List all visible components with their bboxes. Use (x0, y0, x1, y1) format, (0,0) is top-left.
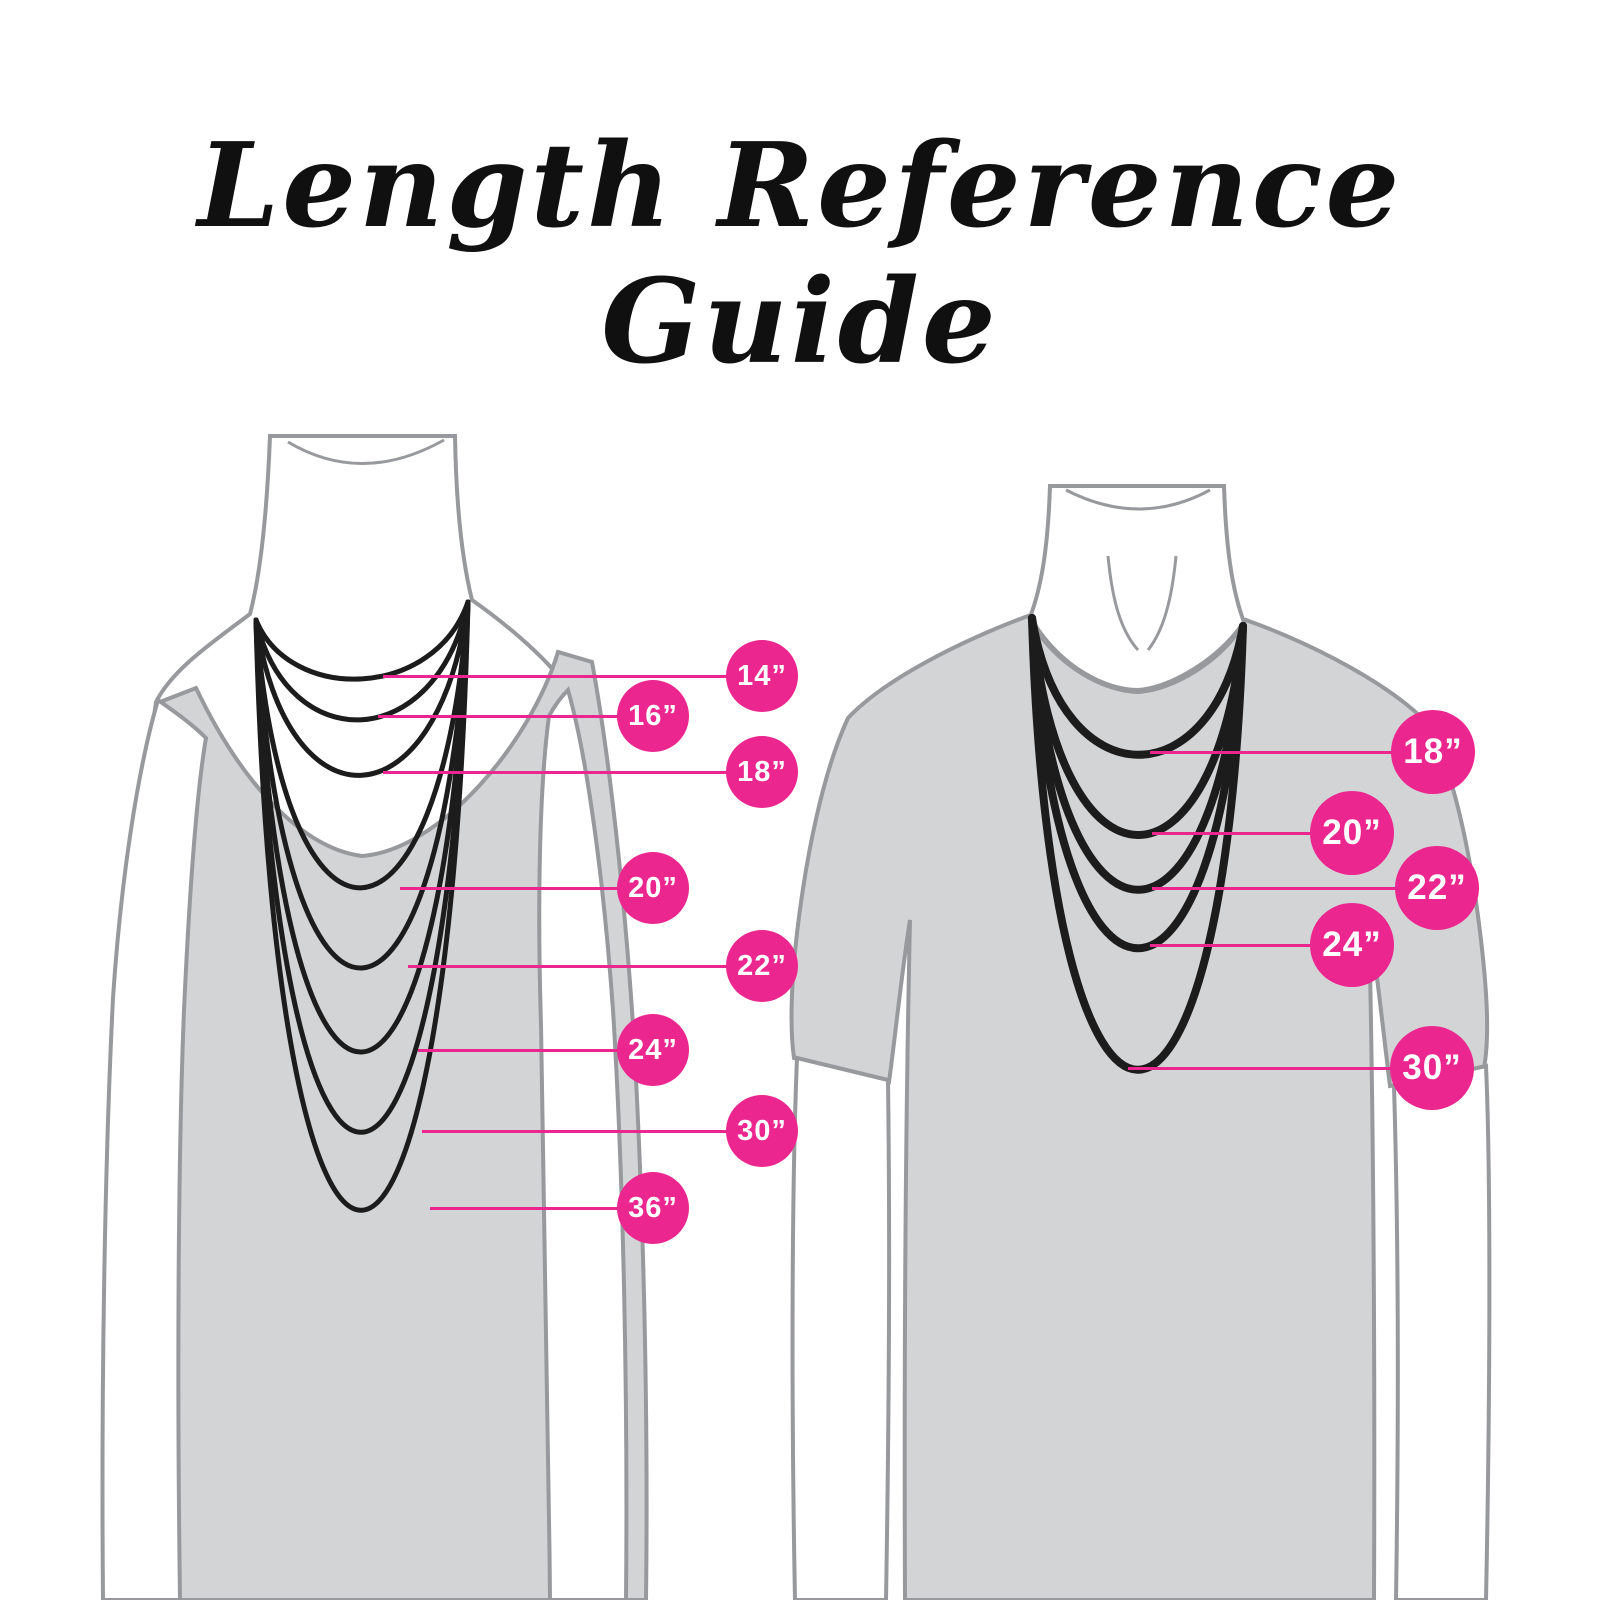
men-tshirt (789, 613, 1490, 1600)
women-badge-18in: 18” (726, 736, 798, 808)
women-connector-24in (418, 1048, 653, 1052)
women-connector-18in (383, 770, 762, 774)
women-connector-16in (378, 714, 653, 718)
women-connector-36in (430, 1206, 653, 1210)
women-necklace-30in (253, 599, 471, 1135)
men-necklaces (1028, 614, 1247, 1074)
men-neck-muscle-right (1146, 555, 1178, 651)
women-badge-16in: 16” (617, 680, 689, 752)
women-badge-36in: 36” (617, 1172, 689, 1244)
women-connector-22in (408, 964, 762, 968)
page-title: Length Reference Guide (197, 118, 1403, 390)
men-connector-24in (1150, 943, 1352, 947)
women-necklace-16in (253, 599, 471, 723)
men-right-arm (1391, 1063, 1492, 1600)
women-necklace-36in (253, 599, 471, 1213)
men-necklace-22in (1028, 614, 1247, 894)
men-necklace-30in (1028, 614, 1247, 1074)
women-necklace-14in (253, 599, 471, 682)
women-necklace-24in (253, 599, 471, 1055)
men-badge-22in: 22” (1395, 846, 1479, 930)
women-connector-20in (400, 886, 653, 890)
women-left-arm (100, 696, 209, 1600)
men-connector-18in (1150, 750, 1433, 754)
men-chin-line (1065, 488, 1211, 511)
women-badge-20in: 20” (617, 852, 689, 924)
women-chin-line (287, 438, 445, 465)
women-badge-30in: 30” (726, 1095, 798, 1167)
men-necklace-20in (1028, 614, 1247, 839)
men-necklace-24in (1028, 614, 1247, 953)
women-necklace-20in (253, 599, 471, 891)
men-left-arm (790, 1055, 892, 1600)
men-figure (789, 484, 1492, 1600)
men-badge-20in: 20” (1310, 791, 1394, 875)
women-connector-14in (383, 674, 762, 678)
men-connector-22in (1152, 886, 1437, 890)
men-badge-30in: 30” (1390, 1026, 1474, 1110)
men-connector-20in (1152, 831, 1352, 835)
women-right-arm (537, 686, 629, 1600)
men-badge-18in: 18” (1391, 710, 1475, 794)
men-neck-muscle-left (1106, 555, 1140, 652)
men-connector-30in (1128, 1066, 1432, 1070)
men-necklace-18in (1028, 614, 1247, 759)
women-connector-30in (422, 1129, 762, 1133)
men-badge-24in: 24” (1310, 903, 1394, 987)
women-necklaces (253, 599, 471, 1213)
women-badge-24in: 24” (617, 1014, 689, 1086)
women-necklace-18in (253, 599, 471, 778)
women-badge-14in: 14” (726, 640, 798, 712)
women-badge-22in: 22” (726, 930, 798, 1002)
women-figure (100, 434, 649, 1600)
women-necklace-22in (253, 599, 471, 971)
